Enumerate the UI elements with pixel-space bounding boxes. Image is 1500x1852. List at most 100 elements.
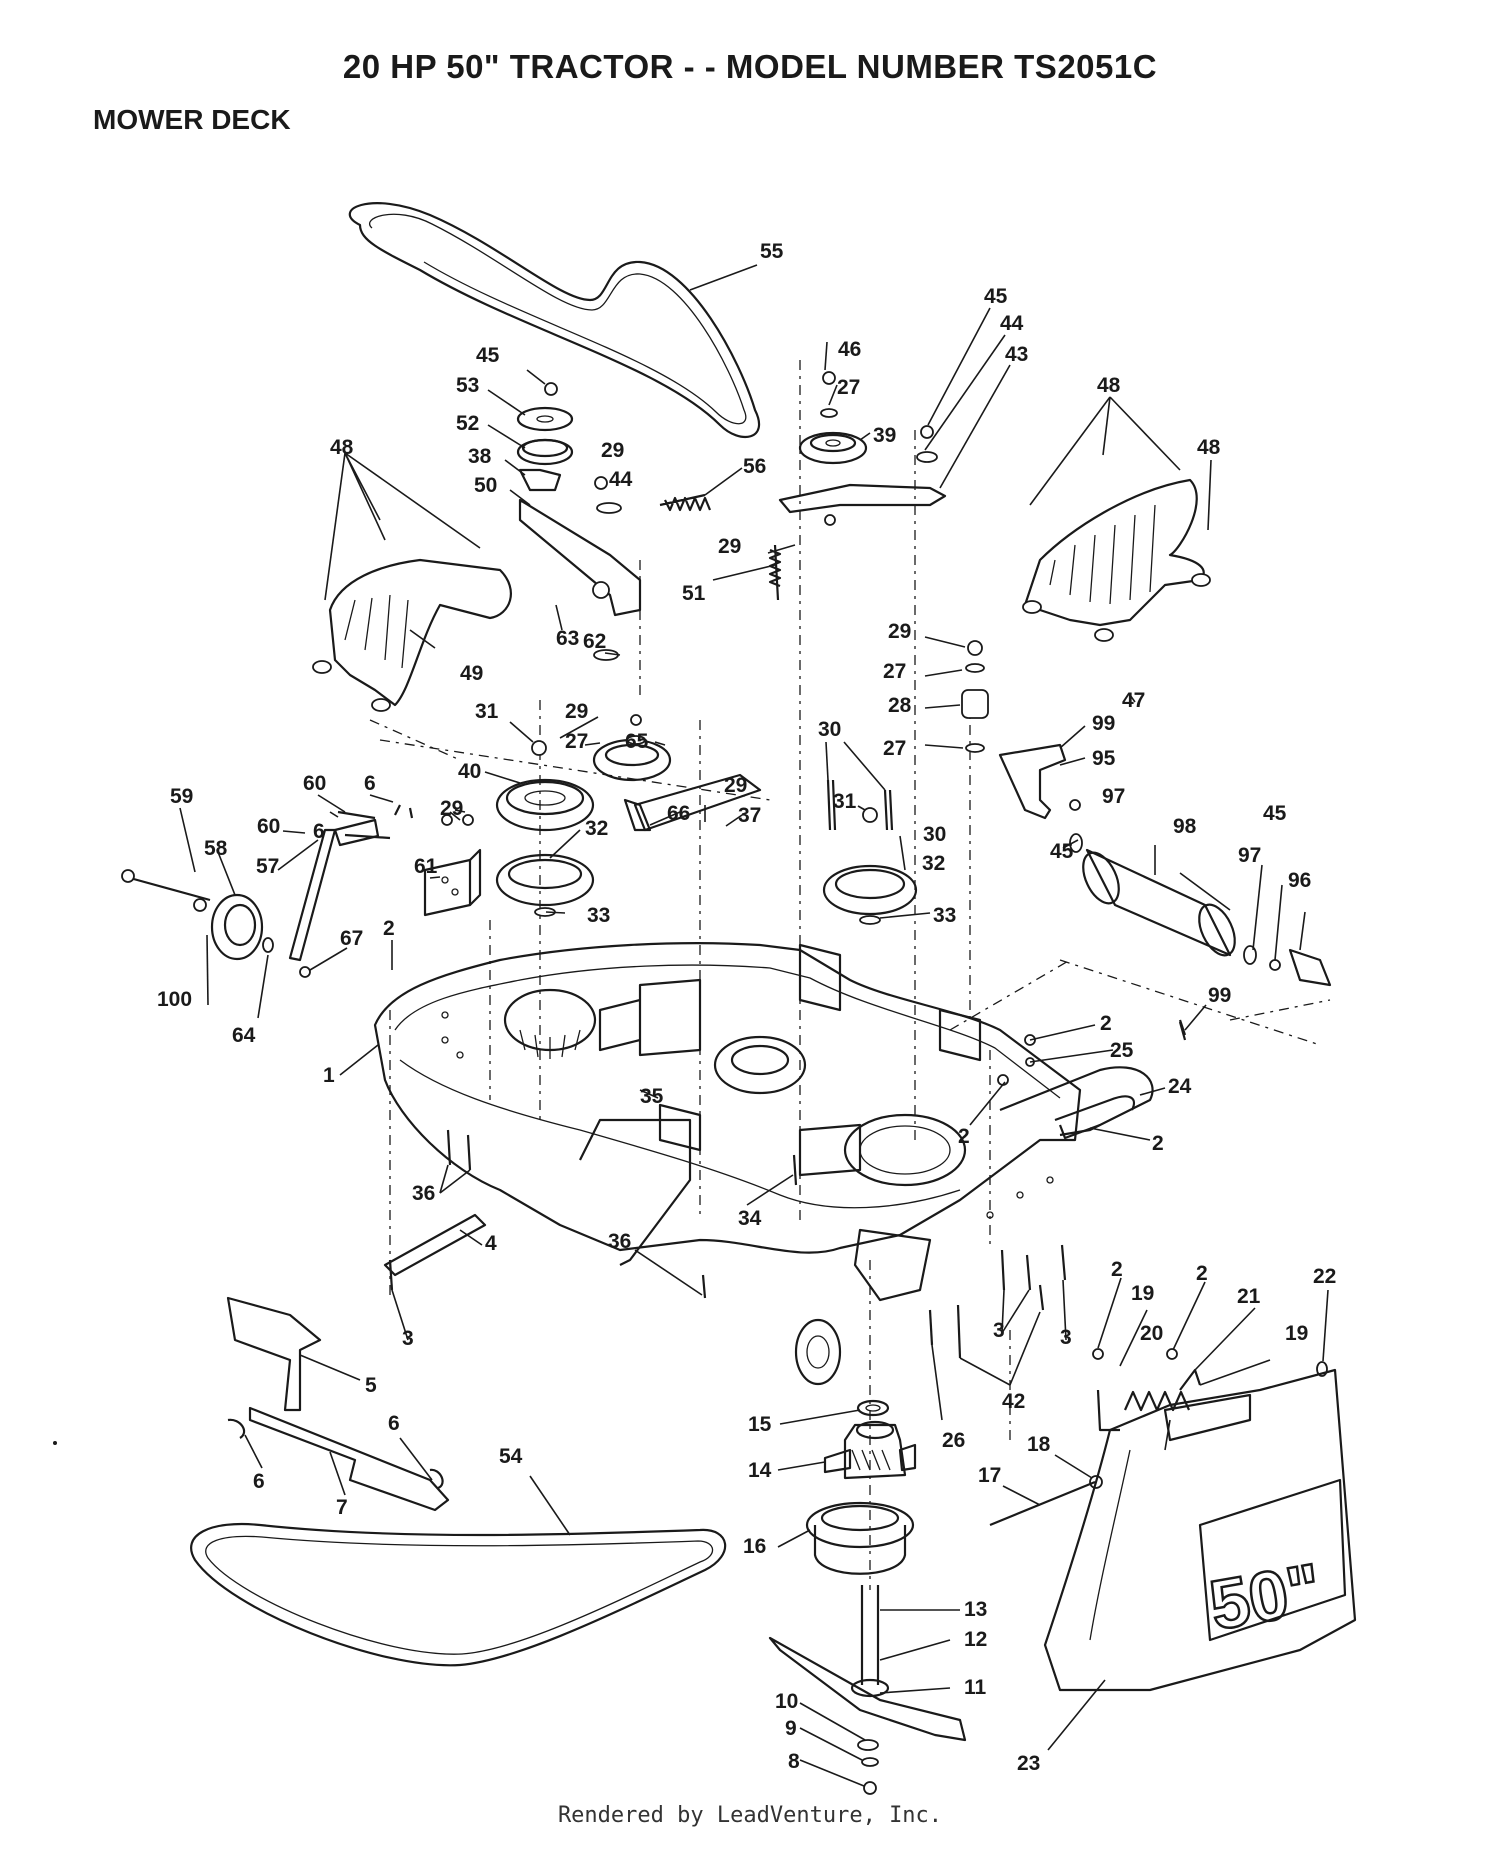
part-label: 47 <box>1122 689 1145 712</box>
part-label: 31 <box>833 790 857 813</box>
part-label: 61 <box>414 855 438 878</box>
part-label: 48 <box>1197 436 1221 459</box>
part-label: 12 <box>964 1628 987 1651</box>
part-label: 55 <box>760 240 784 263</box>
blade-spindle-assembly <box>768 1399 967 1795</box>
left-belt-shield <box>312 558 512 712</box>
gauge-wheel-assembly <box>121 804 414 978</box>
part-label: 24 <box>1168 1075 1192 1098</box>
part-label: 29 <box>888 620 911 643</box>
part-label: 26 <box>942 1429 965 1452</box>
part-label: 14 <box>748 1459 772 1482</box>
part-label: 6 <box>364 772 376 795</box>
tension-spring <box>659 493 782 601</box>
part-label: 17 <box>978 1464 1001 1487</box>
part-label: 23 <box>1017 1752 1040 1775</box>
part-label: 38 <box>468 445 492 468</box>
part-label: 33 <box>587 904 610 927</box>
part-label: 15 <box>748 1413 772 1436</box>
part-label: 46 <box>838 338 861 361</box>
hanger-bracket <box>997 1019 1187 1140</box>
right-spindle-hardware <box>961 640 989 753</box>
idler-pulley-stack <box>516 382 642 661</box>
part-label: 66 <box>667 802 690 825</box>
part-label: 6 <box>313 820 325 843</box>
render-credit: Rendered by LeadVenture, Inc. <box>557 1803 943 1828</box>
section-heading: MOWER DECK <box>93 104 291 135</box>
part-label: 42 <box>1002 1390 1025 1413</box>
part-label: 27 <box>883 737 906 760</box>
part-label: 8 <box>788 1750 800 1773</box>
part-label: 48 <box>1097 374 1121 397</box>
upper-drive-belt <box>348 202 761 439</box>
part-label: 44 <box>609 468 633 491</box>
part-label: 2 <box>1196 1262 1208 1285</box>
support-bracket <box>623 773 762 832</box>
stray-mark <box>53 1441 57 1445</box>
part-label: 45 <box>476 344 500 367</box>
front-link-brackets <box>226 1213 487 1512</box>
part-label: 97 <box>1238 844 1261 867</box>
part-label: 97 <box>1102 785 1125 808</box>
part-label: 67 <box>340 927 363 950</box>
part-label: 2 <box>383 917 395 940</box>
part-label: 2 <box>958 1125 970 1148</box>
part-label: 18 <box>1027 1433 1051 1456</box>
part-label: 49 <box>460 662 483 685</box>
part-label: 32 <box>585 817 608 840</box>
part-label: 3 <box>993 1319 1005 1342</box>
part-label: 4 <box>485 1232 497 1255</box>
part-label: 30 <box>923 823 946 846</box>
part-label: 29 <box>440 797 463 820</box>
part-label: 28 <box>888 694 912 717</box>
discharge-chute: 50" <box>1043 1368 1357 1692</box>
part-label: 20 <box>1140 1322 1163 1345</box>
part-label: 95 <box>1092 747 1116 770</box>
part-label: 19 <box>1131 1282 1154 1305</box>
height-adjust-bracket <box>423 814 482 917</box>
right-spindle-pulley <box>822 779 918 925</box>
part-label: 16 <box>743 1535 766 1558</box>
part-label: 31 <box>475 700 499 723</box>
part-label: 56 <box>743 455 766 478</box>
part-label: 29 <box>718 535 741 558</box>
part-label: 43 <box>1005 343 1028 366</box>
part-label: 99 <box>1092 712 1115 735</box>
part-label: 6 <box>388 1412 400 1435</box>
part-label: 35 <box>640 1085 664 1108</box>
part-label: 60 <box>303 772 326 795</box>
part-label: 29 <box>601 439 624 462</box>
part-label: 51 <box>682 582 706 605</box>
part-label: 6 <box>253 1470 265 1493</box>
part-label: 36 <box>412 1182 435 1205</box>
part-label: 60 <box>257 815 280 838</box>
part-label: 21 <box>1237 1285 1261 1308</box>
part-label: 2 <box>1111 1258 1123 1281</box>
part-label: 99 <box>1208 984 1231 1007</box>
part-label: 48 <box>330 436 354 459</box>
part-label: 58 <box>204 837 228 860</box>
anti-scalp-roller <box>998 743 1332 987</box>
part-label: 22 <box>1313 1265 1336 1288</box>
part-label: 19 <box>1285 1322 1308 1345</box>
leader-lines <box>179 264 1329 1787</box>
part-label: 27 <box>837 376 860 399</box>
right-belt-shield <box>1022 478 1211 642</box>
part-label: 39 <box>873 424 896 447</box>
part-label: 2 <box>1100 1012 1112 1035</box>
part-label: 34 <box>738 1207 762 1230</box>
part-label: 65 <box>625 730 649 753</box>
part-label: 1 <box>323 1064 335 1087</box>
part-label: 9 <box>785 1717 797 1740</box>
part-label: 27 <box>565 730 588 753</box>
part-number-labels: 55 45 53 52 38 50 48 29 44 56 46 27 39 4… <box>157 240 1336 1775</box>
idler-arm-assembly <box>778 371 947 526</box>
part-label: 44 <box>1000 312 1024 335</box>
part-label: 2 <box>1152 1132 1164 1155</box>
part-label: 96 <box>1288 869 1311 892</box>
part-label: 7 <box>336 1496 348 1519</box>
part-label: 13 <box>964 1598 987 1621</box>
part-label: 45 <box>984 285 1008 308</box>
